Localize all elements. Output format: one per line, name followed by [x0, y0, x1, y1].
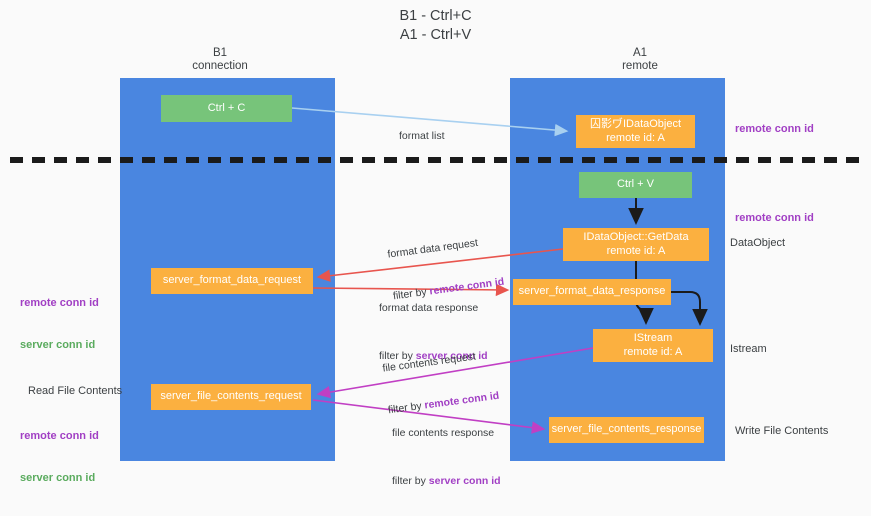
annotation-read-file-contents: Read File Contents	[28, 385, 123, 397]
node-istream[interactable]: IStream remote id: A	[593, 329, 713, 362]
edge-label-format-data-response-filter: filter by server conn id	[379, 349, 488, 363]
node-server-file-contents-request[interactable]: server_file_contents_request	[151, 384, 311, 410]
node-ctrl-v[interactable]: Ctrl + V	[579, 172, 692, 198]
node-idataobject-line2: remote id: A	[606, 131, 665, 144]
node-server-format-data-response-label: server_format_data_response	[518, 285, 666, 298]
node-server-file-contents-request-label: server_file_contents_request	[160, 390, 302, 403]
column-header-b1: B1 connection	[192, 47, 248, 72]
annotation-left-remote-conn-id-2: remote conn id	[20, 430, 99, 442]
edge-label-file-contents-response-text: file contents response	[392, 427, 495, 439]
node-getdata-line1: IDataObject::GetData	[583, 231, 689, 243]
edge-label-file-contents-response-filter: filter by server conn id	[392, 474, 501, 488]
node-getdata[interactable]: IDataObject::GetData remote id: A	[563, 228, 709, 261]
filter-prefix: filter by	[379, 350, 416, 362]
annotation-remote-conn-id-top: remote conn id	[735, 123, 814, 135]
edge-label-format-data-response: format data response filter by server co…	[379, 273, 488, 391]
annotation-left-conn-ids-bottom: remote conn id server conn id	[20, 401, 99, 513]
node-istream-line2: remote id: A	[623, 345, 683, 358]
edge-label-format-data-response-text: format data response	[379, 302, 479, 314]
node-istream-line1: IStream	[633, 332, 673, 344]
node-server-file-contents-response[interactable]: server_file_contents_response	[549, 417, 704, 443]
node-ctrl-v-label: Ctrl + V	[617, 178, 654, 191]
filter-key: server conn id	[415, 350, 488, 362]
edge-label-file-contents-response: file contents response filter by server …	[392, 398, 501, 516]
edge-label-format-list: format list	[399, 101, 445, 171]
edge-label-format-data-request-text: format data request	[386, 236, 479, 261]
edge-label-file-contents-request-text: file contents request	[381, 350, 477, 375]
edge-label-format-list-text: format list	[399, 130, 445, 142]
filter-prefix: filter by	[392, 475, 429, 487]
annotation-remote-conn-id-mid: remote conn id	[735, 212, 814, 224]
node-server-file-contents-response-label: server_file_contents_response	[551, 423, 702, 436]
node-server-format-data-request-label: server_format_data_request	[162, 274, 302, 287]
node-ctrl-c[interactable]: Ctrl + C	[161, 95, 292, 122]
annotation-istream: Istream	[730, 343, 767, 355]
annotation-dataobject: DataObject	[730, 237, 786, 249]
annotation-left-conn-ids-top: remote conn id server conn id	[20, 268, 99, 380]
annotation-left-remote-conn-id: remote conn id	[20, 297, 99, 309]
node-idataobject-line1: 囚影ヷIDataObject	[589, 118, 682, 130]
page-title: B1 - Ctrl+C A1 - Ctrl+V	[399, 8, 472, 43]
node-server-format-data-request[interactable]: server_format_data_request	[151, 268, 313, 294]
diagram-canvas: B1 - Ctrl+C A1 - Ctrl+V B1 connection A1…	[10, 8, 861, 487]
filter-key: server conn id	[428, 475, 501, 487]
section-divider	[10, 157, 861, 163]
node-ctrl-c-label: Ctrl + C	[207, 101, 246, 114]
column-header-a1: A1 remote	[622, 47, 658, 72]
node-idataobject[interactable]: 囚影ヷIDataObject remote id: A	[576, 115, 695, 148]
node-getdata-line2: remote id: A	[606, 244, 666, 257]
annotation-left-server-conn-id: server conn id	[20, 339, 96, 351]
annotation-write-file-contents: Write File Contents	[735, 425, 829, 437]
annotation-left-server-conn-id-2: server conn id	[20, 472, 96, 484]
node-server-format-data-response[interactable]: server_format_data_response	[513, 279, 671, 305]
